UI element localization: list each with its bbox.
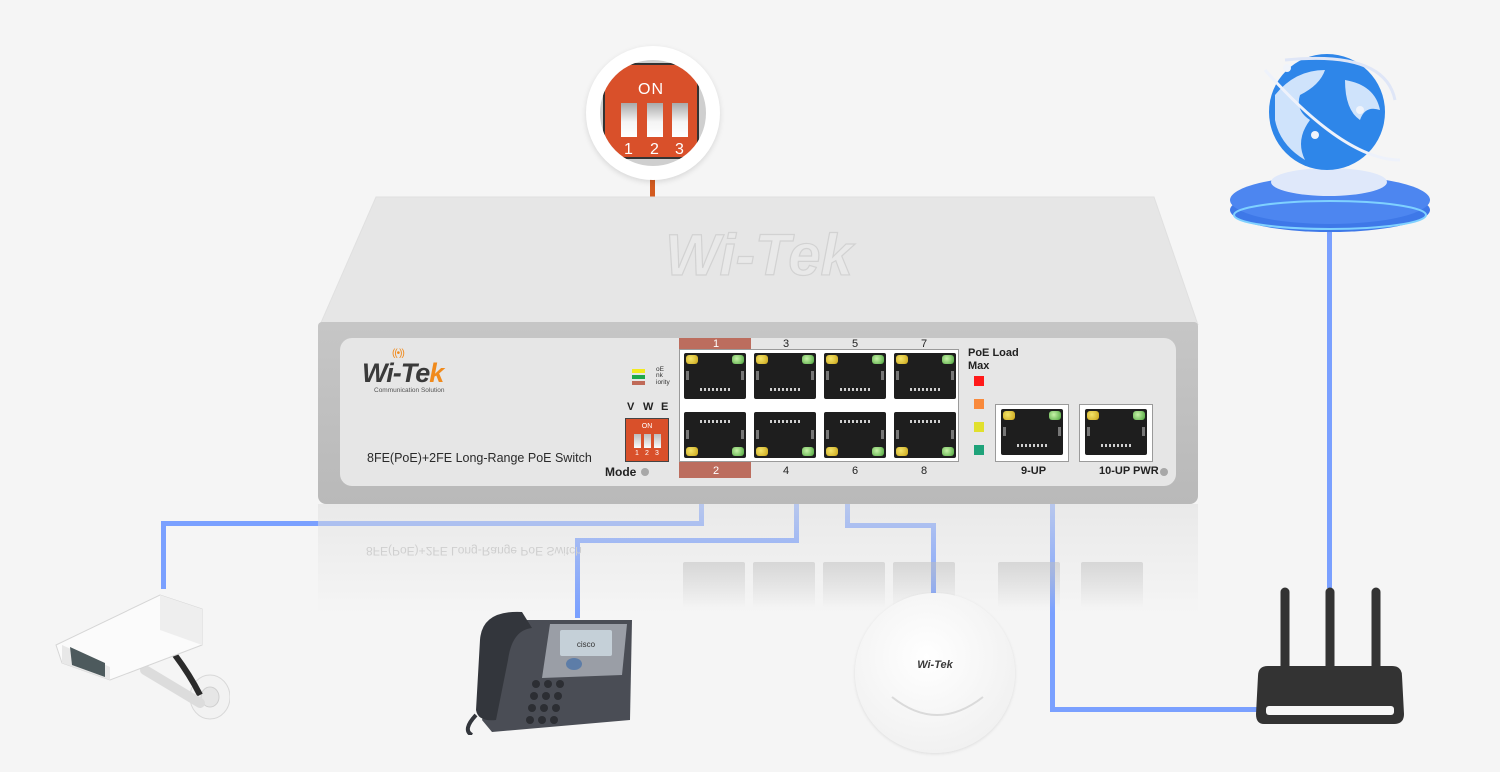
callout-num-3: 3	[675, 141, 684, 158]
callout-toggle-3	[672, 103, 688, 137]
callout-num-1: 1	[624, 141, 633, 158]
brand-tagline: Communication Solution	[374, 387, 445, 394]
port-label-1: 1	[712, 338, 720, 350]
poe-load-label: PoE Load	[968, 347, 1019, 359]
logo-text-accent: k	[429, 358, 444, 388]
dip-on-label: ON	[641, 423, 653, 430]
port-label-5: 5	[851, 338, 859, 350]
mode-label: Mode	[605, 465, 637, 479]
mode-led	[641, 468, 649, 476]
ethernet-port-6[interactable]	[824, 412, 886, 458]
pwr-led	[1160, 468, 1168, 476]
dip-num-1: 1	[635, 450, 639, 457]
poe-load-led-low	[974, 445, 984, 455]
mode-letter-v: V	[627, 401, 635, 413]
model-label: 8FE(PoE)+2FE Long-Range PoE Switch	[367, 451, 592, 465]
dip-toggle-1[interactable]	[634, 434, 641, 448]
reflection-model-label: 8FE(PoE)+2FE Long-Range PoE Switch	[366, 544, 582, 558]
ethernet-ports-block	[679, 349, 959, 462]
dip-switch-zoom: ON 1 2 3	[600, 60, 706, 166]
legend-swatch-poe	[632, 369, 645, 373]
ethernet-port-1[interactable]	[684, 353, 746, 399]
dip-num-3: 3	[655, 450, 659, 457]
callout-on-label: ON	[638, 81, 664, 98]
port-label-6: 6	[851, 465, 859, 477]
legend-label-link: nk	[656, 372, 663, 379]
dip-toggle-2[interactable]	[644, 434, 651, 448]
access-point-brand: Wi-Tek	[917, 659, 953, 671]
mode-letter-w: W	[643, 401, 654, 413]
poe-load-title: PoE Load Max	[968, 347, 1019, 373]
uplink-port-9[interactable]	[995, 404, 1069, 462]
uplink-label-9: 9-UP	[1021, 465, 1047, 477]
callout-toggle-2	[647, 103, 663, 137]
port-1-highlight	[679, 338, 751, 349]
port-label-2: 2	[712, 465, 720, 477]
ip-phone-icon: cisco	[462, 600, 634, 737]
legend-label-priority: iority	[656, 379, 670, 386]
ethernet-port-8[interactable]	[894, 412, 956, 458]
port-label-3: 3	[782, 338, 790, 350]
port-label-4: 4	[782, 465, 790, 477]
callout-toggle-1	[621, 103, 637, 137]
poe-load-max-label: Max	[968, 360, 990, 372]
ip-camera-icon	[50, 585, 231, 725]
access-point-icon: Wi-Tek	[855, 593, 1015, 753]
wifi-signal-icon: ((•))	[392, 348, 405, 359]
ethernet-port-3[interactable]	[754, 353, 816, 399]
port-label-7: 7	[920, 338, 928, 350]
uplink-port-10[interactable]	[1079, 404, 1153, 462]
uplink-label-10: 10-UP	[1099, 465, 1131, 477]
phone-screen-brand: cisco	[577, 640, 596, 649]
ethernet-port-4[interactable]	[754, 412, 816, 458]
brand-logo: ((•)) Wi-Tek Communication Solution	[362, 348, 472, 398]
dip-num-2: 2	[645, 450, 649, 457]
dip-switch[interactable]: ON 1 2 3	[625, 418, 669, 462]
poe-load-led-high	[974, 399, 984, 409]
logo-text-main: Wi-Te	[362, 358, 430, 388]
dip-toggle-3[interactable]	[654, 434, 661, 448]
legend-label-poe: oE	[656, 366, 664, 373]
poe-load-led-max	[974, 376, 984, 386]
pwr-label: PWR	[1133, 465, 1159, 477]
poe-load-led-mid	[974, 422, 984, 432]
switch-reflection: 8FE(PoE)+2FE Long-Range PoE Switch	[318, 504, 1198, 614]
legend-swatch-link	[632, 375, 645, 379]
ethernet-port-2[interactable]	[684, 412, 746, 458]
callout-num-2: 2	[650, 141, 659, 158]
internet-globe-icon	[1225, 40, 1435, 235]
port-label-8: 8	[920, 465, 928, 477]
port-2-highlight	[679, 462, 751, 478]
legend-swatch-priority	[632, 381, 645, 385]
embossed-logo: Wi-Tek	[665, 223, 855, 288]
ethernet-port-5[interactable]	[824, 353, 886, 399]
router-icon	[1254, 580, 1406, 726]
mode-letter-e: E	[661, 401, 669, 413]
ethernet-port-7[interactable]	[894, 353, 956, 399]
switch-top-cover: Wi-Tek	[318, 195, 1200, 326]
